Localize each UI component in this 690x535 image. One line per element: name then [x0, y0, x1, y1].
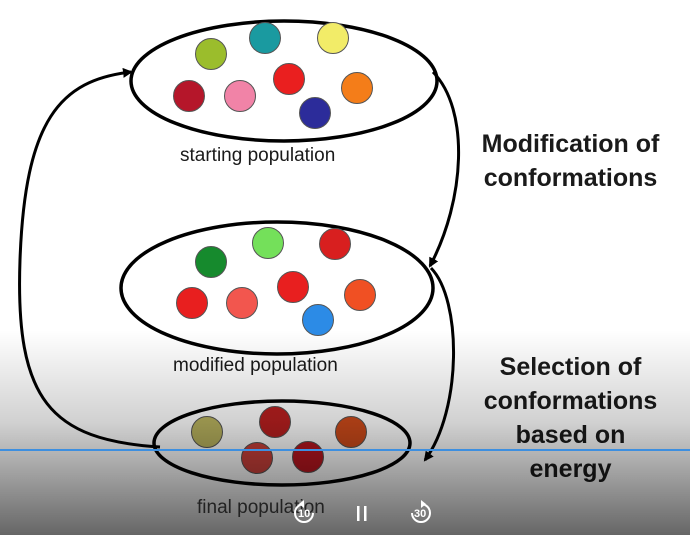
rewind-icon: [294, 500, 314, 523]
modification-step-line: Modification of: [481, 130, 660, 158]
final-population-dot: [335, 416, 367, 448]
video-progress-line[interactable]: [0, 449, 690, 451]
modified-population-dot: [252, 227, 284, 259]
selection-step-line: Selection of: [499, 353, 642, 381]
final-population-dot: [241, 442, 273, 474]
modified-population-dot: [319, 228, 351, 260]
final-population-dots: [191, 406, 367, 474]
final-population-label: final population: [197, 497, 325, 518]
starting-population-dot: [317, 22, 349, 54]
modified-population-dot: [277, 271, 309, 303]
modified-population-dot: [176, 287, 208, 319]
starting-population-dot: [173, 80, 205, 112]
starting-population-ellipse: [129, 19, 439, 143]
starting-population-dot: [195, 38, 227, 70]
modified-population-label: modified population: [173, 355, 338, 376]
starting-population-dot: [341, 72, 373, 104]
selection-step-line: energy: [529, 455, 612, 483]
fast-forward-seconds: 30: [414, 508, 427, 520]
modification-step-line: conformations: [483, 164, 658, 192]
selection-step-line: conformations: [483, 387, 658, 415]
final-population-dot: [292, 441, 324, 473]
rewind-button[interactable]: 10: [289, 498, 319, 528]
starting-population-dot: [249, 22, 281, 54]
modified-population-dot: [344, 279, 376, 311]
modification-step-label: Modification of conformations: [463, 127, 678, 195]
modified-population-dot: [302, 304, 334, 336]
starting-population-dot: [273, 63, 305, 95]
pause-button[interactable]: [353, 503, 371, 525]
starting-population-dot: [299, 97, 331, 129]
rewind-seconds: 10: [298, 508, 311, 520]
fast-forward-button[interactable]: 30: [406, 498, 436, 528]
modified-population-dot: [226, 287, 258, 319]
selection-step-label: Selection of conformations based on ener…: [463, 350, 678, 486]
arrow-modification: [428, 70, 461, 268]
fast-forward-icon: [411, 500, 431, 523]
starting-population-label: starting population: [180, 145, 336, 166]
pause-icon: [357, 506, 367, 521]
arrow-selection: [423, 266, 456, 462]
final-population-dot: [259, 406, 291, 438]
final-population-dot: [191, 416, 223, 448]
modified-population-dots: [176, 227, 376, 336]
starting-population-dots: [173, 22, 373, 129]
selection-step-line: based on: [515, 421, 626, 449]
modified-population-dot: [195, 246, 227, 278]
starting-population-dot: [224, 80, 256, 112]
